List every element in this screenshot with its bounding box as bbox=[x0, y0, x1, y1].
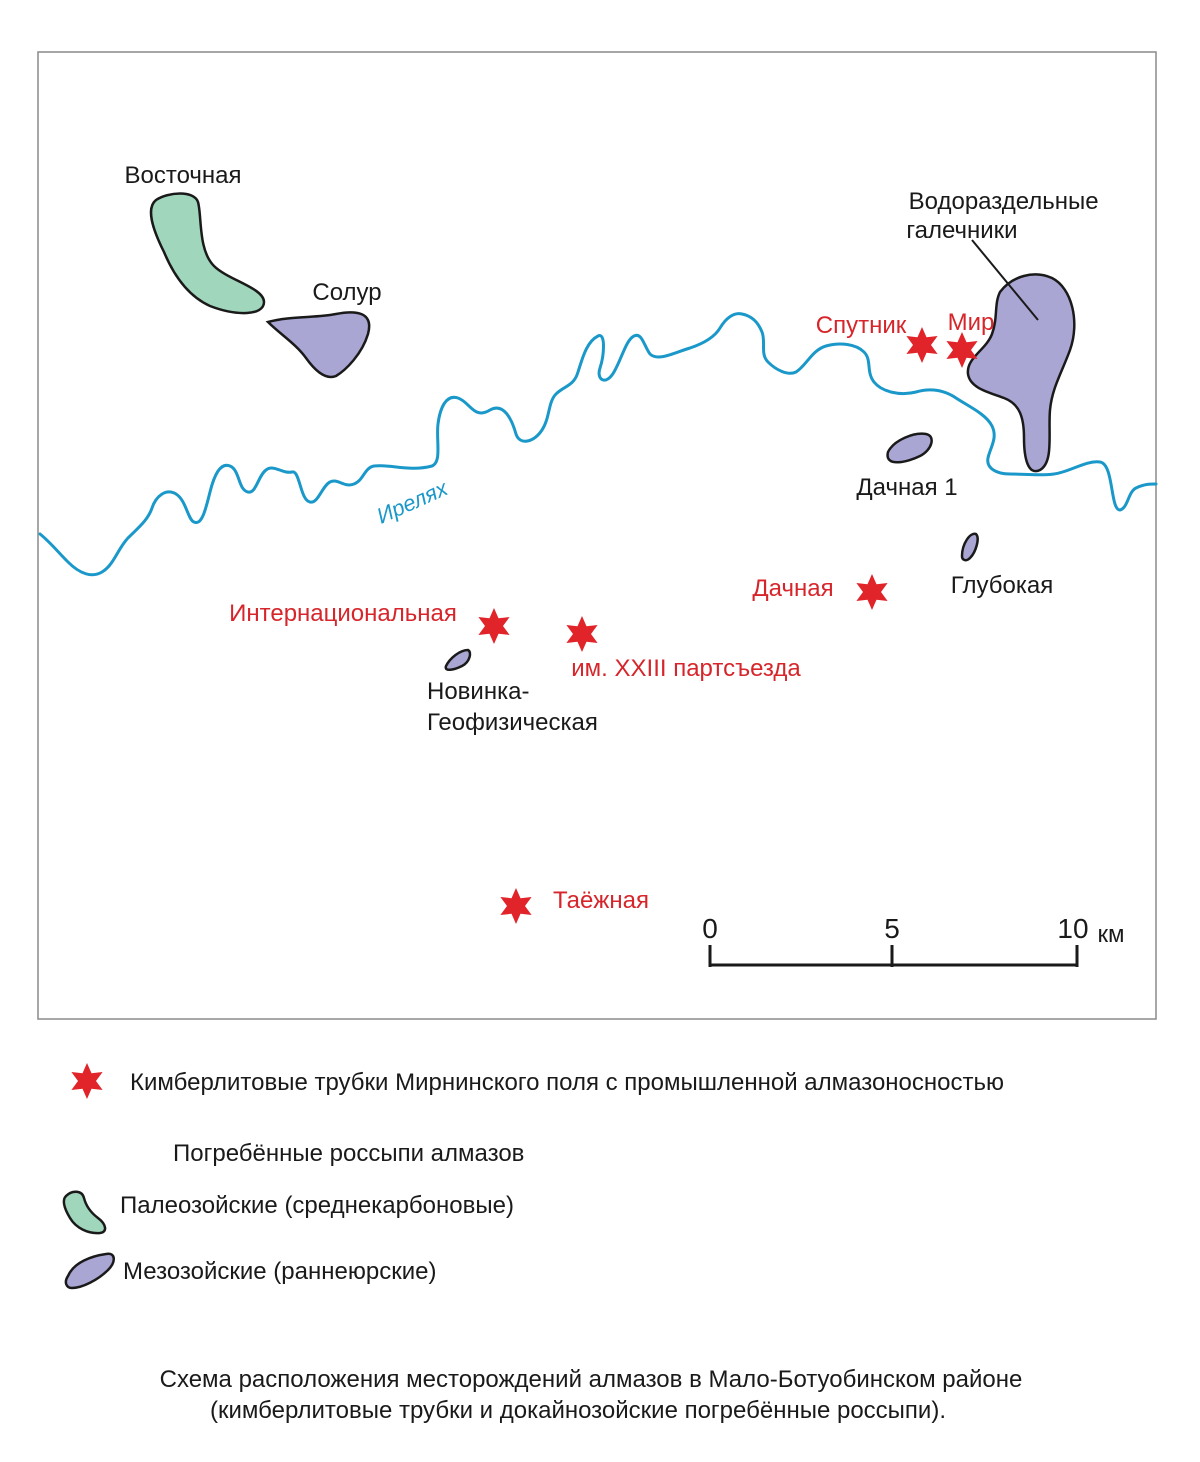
legend: Кимберлитовые трубки Мирнинского поля с … bbox=[62, 1063, 1004, 1290]
caption-line2: (кимберлитовые трубки и докайнозойские п… bbox=[210, 1397, 946, 1424]
label-internatsionalnaya: Интернациональная bbox=[229, 600, 457, 627]
placer-novinka bbox=[444, 648, 472, 671]
label-glubokaya: Глубокая bbox=[951, 572, 1053, 599]
placer-solur bbox=[265, 311, 371, 379]
label-novinka-line1: Новинка- bbox=[427, 678, 529, 705]
scale-label-0: 0 bbox=[702, 913, 718, 944]
legend-paleozoic-swatch-icon bbox=[62, 1190, 107, 1235]
label-vodorazdelnye: Водораздельные галечники bbox=[906, 188, 1105, 244]
label-dachnaya1: Дачная 1 bbox=[856, 474, 957, 501]
legend-mesozoic-text: Мезозойские (раннеюрские) bbox=[123, 1258, 436, 1285]
label-solur: Солур bbox=[312, 279, 381, 306]
label-dachnaya: Дачная bbox=[752, 575, 833, 602]
placer-glubokaya bbox=[960, 532, 979, 562]
label-vodorazdelnye-line2: галечники bbox=[906, 217, 1017, 244]
label-xxiii: им. XXIII партсъезда bbox=[571, 655, 801, 682]
placer-vostochnaya bbox=[149, 192, 266, 315]
river-irelyakh bbox=[38, 312, 1158, 577]
legend-pipe-star-icon bbox=[71, 1063, 103, 1099]
legend-mesozoic-swatch-icon bbox=[64, 1252, 115, 1290]
placer-dachnaya1 bbox=[886, 432, 933, 464]
caption-line1: Схема расположения месторождений алмазов… bbox=[160, 1366, 1023, 1393]
leader-vodorazdelnye bbox=[971, 239, 1039, 321]
label-vostochnaya: Восточная bbox=[125, 162, 242, 189]
scale-label-10: 10 bbox=[1057, 913, 1088, 944]
legend-pipes-text: Кимберлитовые трубки Мирнинского поля с … bbox=[130, 1069, 1004, 1096]
scale-bar: 0 5 10 км bbox=[702, 913, 1125, 967]
label-sputnik: Спутник bbox=[816, 312, 907, 339]
label-novinka: Новинка- Геофизическая bbox=[427, 678, 598, 736]
label-novinka-line2: Геофизическая bbox=[427, 709, 598, 736]
label-vodorazdelnye-line1: Водораздельные bbox=[909, 188, 1099, 215]
scale-unit: км bbox=[1098, 921, 1125, 948]
legend-placers-heading: Погребённые россыпи алмазов bbox=[173, 1140, 524, 1167]
label-mir: Мир bbox=[948, 309, 995, 336]
label-taezhnaya: Таёжная bbox=[553, 887, 649, 914]
legend-paleozoic-text: Палеозойские (среднекарбоновые) bbox=[120, 1192, 514, 1219]
scale-label-5: 5 bbox=[884, 913, 900, 944]
